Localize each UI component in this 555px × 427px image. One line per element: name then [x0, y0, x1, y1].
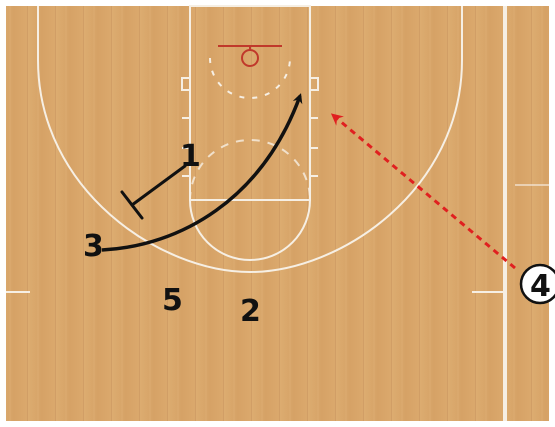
cut-arrow — [101, 93, 303, 252]
three-point-line — [37, 6, 463, 274]
player-4-circle — [519, 263, 555, 305]
rim — [241, 49, 259, 67]
free-throw-circle-dashed — [189, 139, 311, 201]
screen-bar — [120, 190, 144, 220]
player-1-label: 1 — [180, 139, 201, 174]
screen-path — [130, 164, 187, 207]
top-margin — [0, 0, 555, 6]
court-lines — [6, 5, 549, 421]
free-throw-lane — [189, 5, 311, 201]
free-throw-circle — [189, 199, 311, 261]
bottom-margin — [0, 421, 555, 427]
left-margin — [0, 0, 6, 427]
screen-marker — [120, 164, 187, 220]
player-3-label: 3 — [83, 229, 104, 264]
player-5-label: 5 — [162, 283, 183, 318]
player-4-label: 4 — [530, 269, 551, 304]
right-margin — [549, 0, 555, 427]
player-2-label: 2 — [240, 294, 261, 329]
restricted-area — [209, 57, 291, 99]
